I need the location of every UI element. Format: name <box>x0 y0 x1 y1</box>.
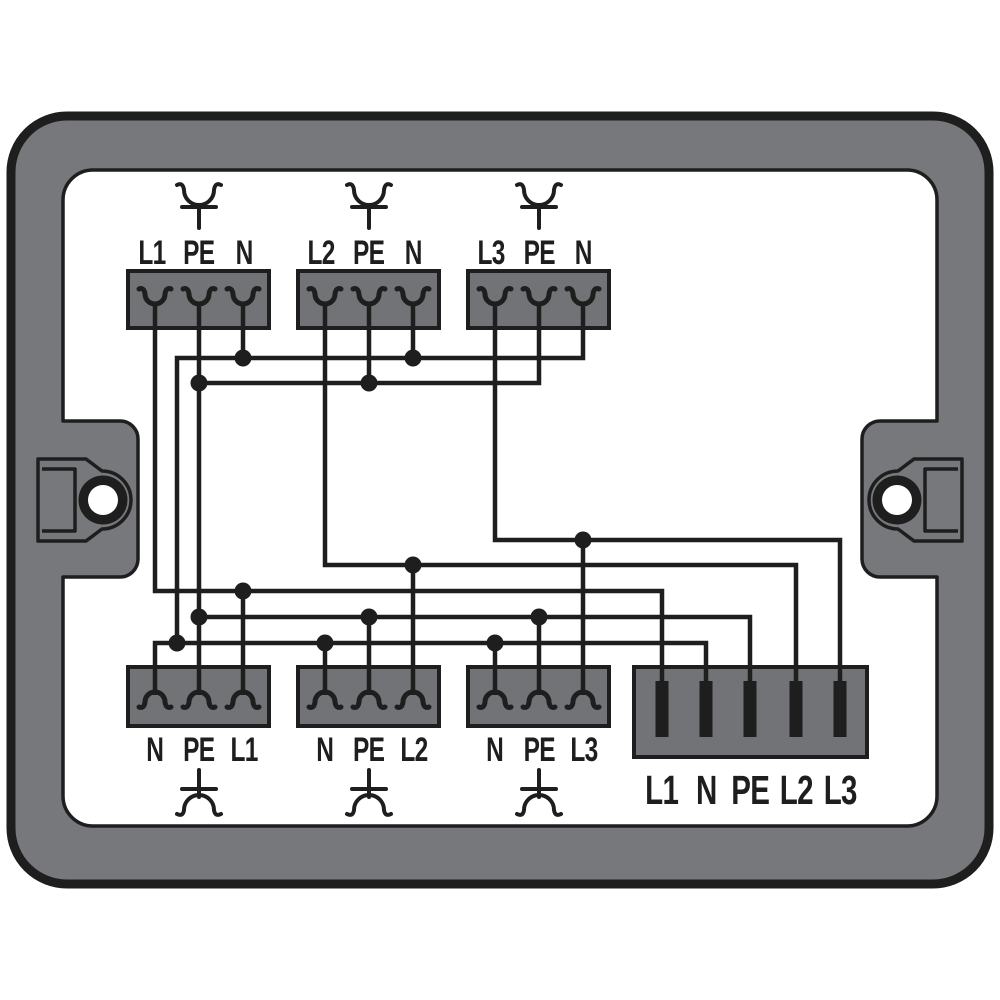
bottom-terminal-contacts <box>136 689 602 710</box>
supply-entry-icon <box>515 182 563 230</box>
right-screw-bracket <box>923 467 958 533</box>
wire-l2 <box>322 304 799 695</box>
wire-pe-bottom-bus <box>199 614 753 695</box>
terminal-label: N <box>486 731 503 769</box>
terminal-contact <box>476 286 514 307</box>
terminal-label: N <box>575 234 592 272</box>
terminal-label: L3 <box>570 731 597 769</box>
terminal-label: L2 <box>308 234 335 272</box>
terminal-label: N <box>696 767 717 813</box>
terminal-contact <box>564 689 602 710</box>
terminal-label: L3 <box>477 234 504 272</box>
supply-entry-symbols <box>175 182 563 230</box>
junction-dot <box>190 374 208 392</box>
junction-dot <box>316 634 334 652</box>
five-pole-block-labels: L1 N PE L2 L3 <box>645 767 857 813</box>
terminal-slot <box>743 681 757 737</box>
enclosure-interior <box>61 168 939 828</box>
terminal-label: N <box>316 731 333 769</box>
terminal-slot <box>833 681 847 737</box>
junction-dot <box>190 608 208 626</box>
terminal-label: PE <box>183 731 214 769</box>
junction-dot <box>574 531 592 549</box>
terminal-contact <box>180 286 218 307</box>
left-screw-bracket <box>42 467 77 533</box>
terminal-contact <box>306 689 344 710</box>
junction-dot <box>530 608 548 626</box>
junction-dot <box>168 634 186 652</box>
junction-dot <box>360 608 378 626</box>
terminal-contact <box>350 689 388 710</box>
top-terminal-contacts <box>136 286 602 307</box>
junction-dot <box>404 349 422 367</box>
terminal-label: L2 <box>780 767 813 813</box>
terminal-label: L3 <box>824 767 857 813</box>
wire-n-bottom-bus <box>152 640 709 695</box>
terminal-contact <box>350 286 388 307</box>
terminal-contact <box>476 689 514 710</box>
supply-entry-icon <box>345 182 393 230</box>
terminal-slot <box>789 681 803 737</box>
terminal-contact <box>564 286 602 307</box>
terminal-label: PE <box>183 234 214 272</box>
circuit-exit-icon <box>345 768 393 817</box>
terminal-contact <box>306 286 344 307</box>
terminal-label: L1 <box>138 234 165 272</box>
terminal-label: PE <box>353 234 384 272</box>
terminal-contact <box>224 286 262 307</box>
right-screw-hole-icon <box>882 485 912 515</box>
top-block-labels: L1 PE N L2 PE N L3 PE N <box>138 234 592 272</box>
terminal-label: L1 <box>645 767 678 813</box>
junction-dots <box>168 349 592 652</box>
terminal-contact <box>180 689 218 710</box>
circuit-exit-icon <box>175 768 223 817</box>
wire-n-top-bus <box>174 304 586 643</box>
terminal-label: N <box>405 234 422 272</box>
right-screw-plate <box>867 457 964 543</box>
supply-entry-icon <box>175 182 223 230</box>
terminal-contact <box>520 286 558 307</box>
terminal-label: L2 <box>400 731 427 769</box>
terminal-contact <box>136 689 174 710</box>
terminal-label: N <box>146 731 163 769</box>
left-screw-plate <box>36 457 133 543</box>
terminal-slot <box>655 681 669 737</box>
junction-dot <box>486 634 504 652</box>
circuit-exit-symbols <box>175 768 563 817</box>
junction-dot <box>234 349 252 367</box>
terminal-label: PE <box>524 234 555 272</box>
right-mounting-tab <box>867 457 964 543</box>
circuit-exit-icon <box>515 768 563 817</box>
terminal-contact <box>136 286 174 307</box>
terminal-slot <box>699 681 713 737</box>
wire-pe-top-bus <box>199 304 542 386</box>
bottom-block-labels: N PE L1 N PE L2 N PE L3 <box>146 731 598 769</box>
terminal-contact <box>224 689 262 710</box>
terminal-label: N <box>236 234 253 272</box>
terminal-label: L1 <box>231 731 258 769</box>
terminal-label: PE <box>353 731 384 769</box>
junction-dot <box>404 556 422 574</box>
junction-dot <box>360 374 378 392</box>
junction-dot <box>234 582 252 600</box>
terminal-contact <box>394 689 432 710</box>
five-pole-slots <box>655 681 847 737</box>
terminal-contact <box>520 689 558 710</box>
left-mounting-tab <box>36 457 133 543</box>
terminal-label: PE <box>731 767 769 813</box>
left-screw-hole-icon <box>88 485 118 515</box>
terminal-label: PE <box>524 731 555 769</box>
wire-l3 <box>492 304 843 695</box>
terminal-contact <box>394 286 432 307</box>
wiring <box>152 304 843 695</box>
